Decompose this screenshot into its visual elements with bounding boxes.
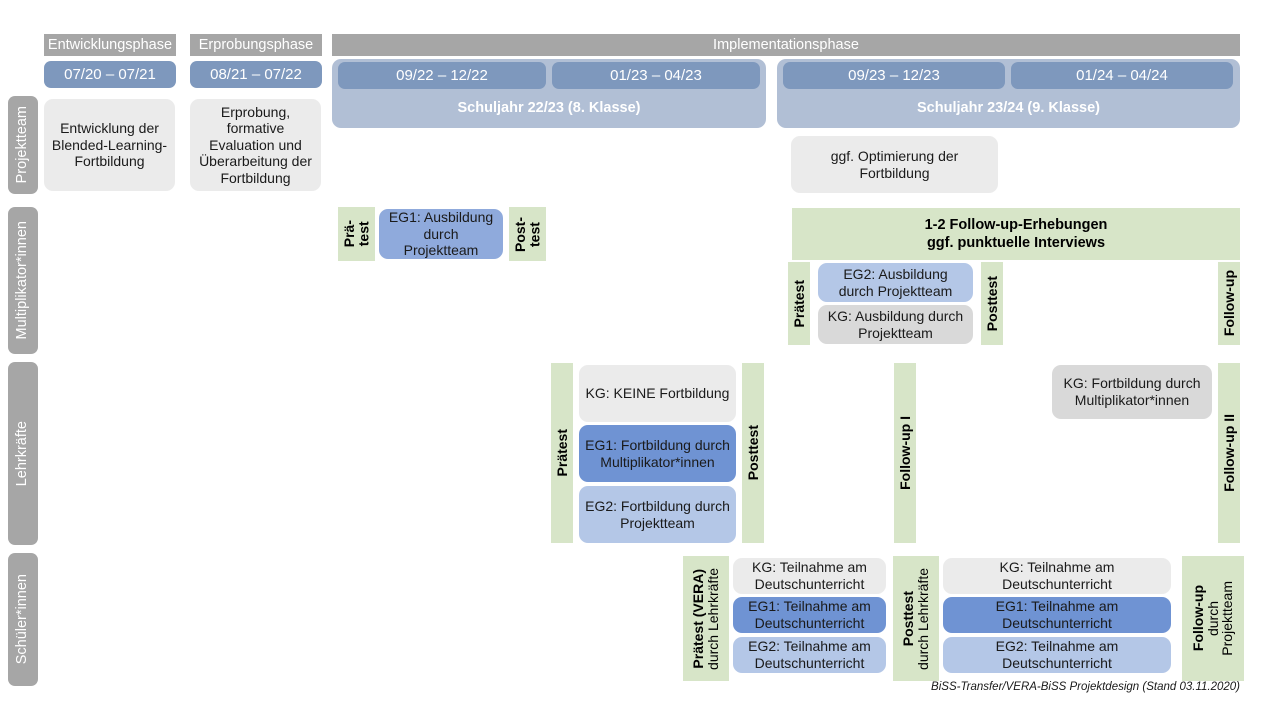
box-text: KG: Fortbildung durch Multiplikator*inne…: [1063, 375, 1201, 408]
box-text: Entwicklung der Blended-Learning-Fortbil…: [51, 120, 168, 170]
box-eg2-teilnahme-deutschunterricht-1: EG2: Teilnahme am Deutschunterricht: [733, 637, 886, 673]
green-praetest-multiplikatoren-2: Prätest: [788, 262, 810, 345]
box-optimierung-fortbildung: ggf. Optimierung der Fortbildung: [791, 136, 998, 193]
box-text: KG: KEINE Fortbildung: [585, 385, 730, 402]
box-kg-teilnahme-deutschunterricht-1: KG: Teilnahme am Deutschunterricht: [733, 558, 886, 594]
box-text: ggf. Optimierung der Fortbildung: [830, 147, 959, 181]
green-followup-schueler: Follow-up durch Projektteam: [1182, 556, 1244, 681]
green-followup1-lehrkraefte: Follow-up I: [894, 363, 916, 543]
box-text: EG1: Fortbildung durch Multiplikator*inn…: [585, 436, 730, 470]
phase-header-label: Erprobungsphase: [198, 37, 314, 53]
box-text: EG1: Ausbildung durch Projektteam: [388, 209, 494, 259]
green-followup-erhebungen-banner: 1-2 Follow-up-Erhebungen ggf. punktuelle…: [792, 208, 1240, 260]
green-label: Post-test: [511, 216, 543, 252]
box-kg-teilnahme-deutschunterricht-2: KG: Teilnahme am Deutschunterricht: [943, 558, 1171, 594]
period-chip-0821-0722: 08/21 – 07/22: [190, 61, 322, 88]
box-text: Erprobung, formative Evaluation und Über…: [199, 103, 312, 186]
schuljahr-label: Schuljahr 23/24 (9. Klasse): [917, 100, 1100, 116]
row-label-text: Multiplikator*innen: [14, 221, 31, 340]
box-eg2-ausbildung-projektteam: EG2: Ausbildung durch Projektteam: [818, 263, 973, 302]
period-label: 01/23 – 04/23: [610, 67, 702, 84]
green-praetest-vera-schueler: Prätest (VERA) durch Lehrkräfte: [683, 556, 729, 681]
green-label: Prätest: [790, 279, 807, 328]
period-label: 01/24 – 04/24: [1076, 67, 1168, 84]
green-posttest-multiplikatoren-2: Posttest: [981, 262, 1003, 345]
period-chip-0720-0721: 07/20 – 07/21: [44, 61, 176, 88]
box-kg-ausbildung-projektteam: KG: Ausbildung durch Projektteam: [818, 305, 973, 344]
period-chip-0123-0423: 01/23 – 04/23: [552, 62, 760, 89]
row-label-text: Projektteam: [14, 106, 31, 184]
period-chip-0922-1222: 09/22 – 12/22: [338, 62, 546, 89]
green-praetest-lehrkraefte: Prätest: [551, 363, 573, 543]
footer-text: BiSS-Transfer/VERA-BiSS Projektdesign (S…: [931, 681, 1240, 693]
green-posttest-multiplikatoren-1: Post-test: [509, 207, 546, 261]
phase-header-label: Implementationsphase: [713, 37, 859, 53]
schuljahr-group-2223: 09/22 – 12/22 01/23 – 04/23 Schuljahr 22…: [332, 59, 766, 128]
green-label-regular-projektteam: Projektteam: [1219, 581, 1236, 656]
schuljahr-label-wrap: Schuljahr 23/24 (9. Klasse): [777, 95, 1240, 121]
period-label: 09/23 – 12/23: [848, 67, 940, 84]
green-posttest-lehrkraefte: Posttest: [742, 363, 764, 543]
box-eg2-teilnahme-deutschunterricht-2: EG2: Teilnahme am Deutschunterricht: [943, 637, 1171, 673]
green-label-regular: durch Lehrkräfte: [915, 567, 931, 670]
green-label: Follow-up I: [896, 416, 913, 490]
footer-credit: BiSS-Transfer/VERA-BiSS Projektdesign (S…: [780, 681, 1240, 697]
green-label: Posttest: [983, 275, 1000, 332]
box-text: EG2: Ausbildung durch Projektteam: [838, 265, 953, 299]
phase-header-entwicklung: Entwicklungsphase: [44, 34, 176, 56]
box-kg-keine-fortbildung: KG: KEINE Fortbildung: [579, 365, 736, 422]
green-posttest-schueler: Posttest durch Lehrkräfte: [893, 556, 939, 681]
green-praetest-multiplikatoren-1: Prä-test: [338, 207, 375, 261]
box-text: EG2: Teilnahme am Deutschunterricht: [995, 638, 1119, 671]
box-text: EG2: Teilnahme am Deutschunterricht: [748, 638, 871, 671]
box-text: KG: Ausbildung durch Projektteam: [827, 307, 964, 341]
box-text: EG2: Fortbildung durch Projektteam: [585, 497, 730, 531]
box-eg2-fortbildung-projektteam: EG2: Fortbildung durch Projektteam: [579, 486, 736, 543]
row-label-text: Lehrkräfte: [14, 420, 31, 487]
green-label-bold: Posttest: [900, 590, 917, 647]
phase-header-label: Entwicklungsphase: [47, 37, 173, 53]
box-erprobung-evaluation: Erprobung, formative Evaluation und Über…: [190, 99, 321, 191]
box-eg1-ausbildung-projektteam: EG1: Ausbildung durch Projektteam: [379, 209, 503, 259]
box-eg1-teilnahme-deutschunterricht-1: EG1: Teilnahme am Deutschunterricht: [733, 597, 886, 633]
phase-header-implementation: Implementationsphase: [332, 34, 1240, 56]
box-eg1-fortbildung-multiplikatoren: EG1: Fortbildung durch Multiplikator*inn…: [579, 425, 736, 482]
row-label-multiplikatoren: Multiplikator*innen: [8, 207, 38, 354]
green-label-bold: Prätest (VERA): [690, 568, 707, 669]
green-banner-text: 1-2 Follow-up-Erhebungen ggf. punktuelle…: [924, 216, 1108, 251]
green-label: Prätest: [553, 429, 570, 477]
period-label: 07/20 – 07/21: [64, 66, 156, 83]
box-text: KG: Teilnahme am Deutschunterricht: [999, 559, 1115, 592]
schuljahr-label: Schuljahr 22/23 (8. Klasse): [457, 100, 641, 116]
schuljahr-group-2324: 09/23 – 12/23 01/24 – 04/24 Schuljahr 23…: [777, 59, 1240, 128]
green-label: Prä-test: [340, 220, 372, 248]
box-text: EG1: Teilnahme am Deutschunterricht: [748, 598, 871, 631]
box-kg-fortbildung-multiplikatoren: KG: Fortbildung durch Multiplikator*inne…: [1052, 365, 1212, 419]
green-label: Follow-up: [1220, 270, 1237, 337]
green-label-regular: durch Lehrkräfte: [705, 567, 721, 670]
phase-header-erprobung: Erprobungsphase: [190, 34, 322, 56]
row-label-projektteam: Projektteam: [8, 96, 38, 194]
row-label-text: Schüler*innen: [14, 574, 31, 665]
green-followup2-lehrkraefte: Follow-up II: [1218, 363, 1240, 543]
row-label-lehrkraefte: Lehrkräfte: [8, 362, 38, 545]
box-entwicklung-fortbildung: Entwicklung der Blended-Learning-Fortbil…: [44, 99, 175, 191]
schuljahr-label-wrap: Schuljahr 22/23 (8. Klasse): [332, 95, 766, 121]
period-label: 08/21 – 07/22: [210, 66, 302, 83]
green-label: Follow-up II: [1220, 414, 1237, 492]
box-text: KG: Teilnahme am Deutschunterricht: [752, 559, 867, 592]
period-label: 09/22 – 12/22: [396, 67, 488, 84]
green-followup-multiplikatoren: Follow-up: [1218, 262, 1240, 345]
box-eg1-teilnahme-deutschunterricht-2: EG1: Teilnahme am Deutschunterricht: [943, 597, 1171, 633]
green-label: Posttest: [744, 425, 761, 481]
box-text: EG1: Teilnahme am Deutschunterricht: [995, 598, 1119, 631]
row-label-schueler: Schüler*innen: [8, 553, 38, 686]
period-chip-0124-0424: 01/24 – 04/24: [1011, 62, 1233, 89]
period-chip-0923-1223: 09/23 – 12/23: [783, 62, 1005, 89]
green-label-bold: Follow-up: [1189, 585, 1206, 652]
